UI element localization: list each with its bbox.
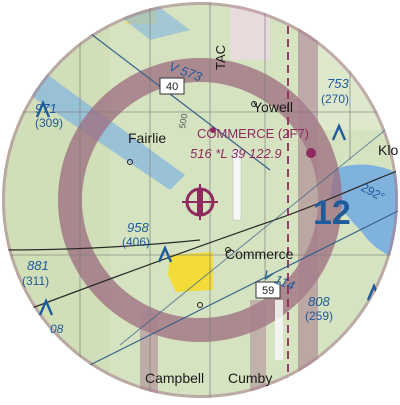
obstacle-881-agl: (311): [22, 274, 49, 288]
obstacle-881-msl: 881: [27, 258, 49, 273]
town-label-klo: Klo: [378, 142, 398, 158]
route-number-40: 40: [166, 81, 178, 93]
tac-label: TAC: [213, 45, 228, 70]
commerce-city-area: [168, 252, 213, 292]
grid-max-elevation: 12: [313, 194, 351, 232]
town-label-yowell: Yowell: [253, 99, 293, 115]
town-label-cumby: Cumby: [228, 370, 272, 386]
obstacle-753-agl: (270): [321, 92, 349, 106]
obstacle-808-agl: (259): [305, 309, 333, 323]
obstacle-808-msl: 808: [308, 294, 330, 309]
contour-500: 500: [177, 113, 189, 130]
town-label-commerce: Commerce: [225, 246, 294, 262]
class-e-ring: [58, 58, 342, 342]
route-shield-59: [255, 281, 281, 299]
town-label-campbell: Campbell: [145, 370, 204, 386]
commerce-airport-marker: [210, 127, 216, 133]
route-shield-40: [159, 77, 185, 95]
route-number-59: 59: [262, 285, 274, 297]
obstacle-icon: [35, 99, 51, 118]
obstacle-icon: [38, 297, 54, 316]
obstacle-753-msl: 753: [327, 76, 349, 91]
airport-symbol: [182, 184, 218, 220]
lake: [330, 164, 398, 260]
obstacle-958-msl: 958: [127, 220, 149, 235]
airport-info: 516 *L 39 122.9: [190, 146, 282, 161]
ctaf-icon: [306, 148, 316, 158]
obstacle-08-msl: 08: [50, 322, 64, 336]
obstacle-icon: [157, 244, 173, 263]
airway-v114-line: [59, 209, 398, 381]
obstacle-958-agl: (406): [122, 235, 150, 249]
obstacle-971-msl: 971: [35, 101, 57, 116]
town-label-fairlie: Fairlie: [128, 130, 166, 146]
obstacle-icon: [331, 122, 347, 141]
obstacle-971-agl: (309): [35, 116, 63, 130]
airport-name: COMMERCE (2F7): [197, 126, 309, 141]
runway: [232, 149, 242, 221]
